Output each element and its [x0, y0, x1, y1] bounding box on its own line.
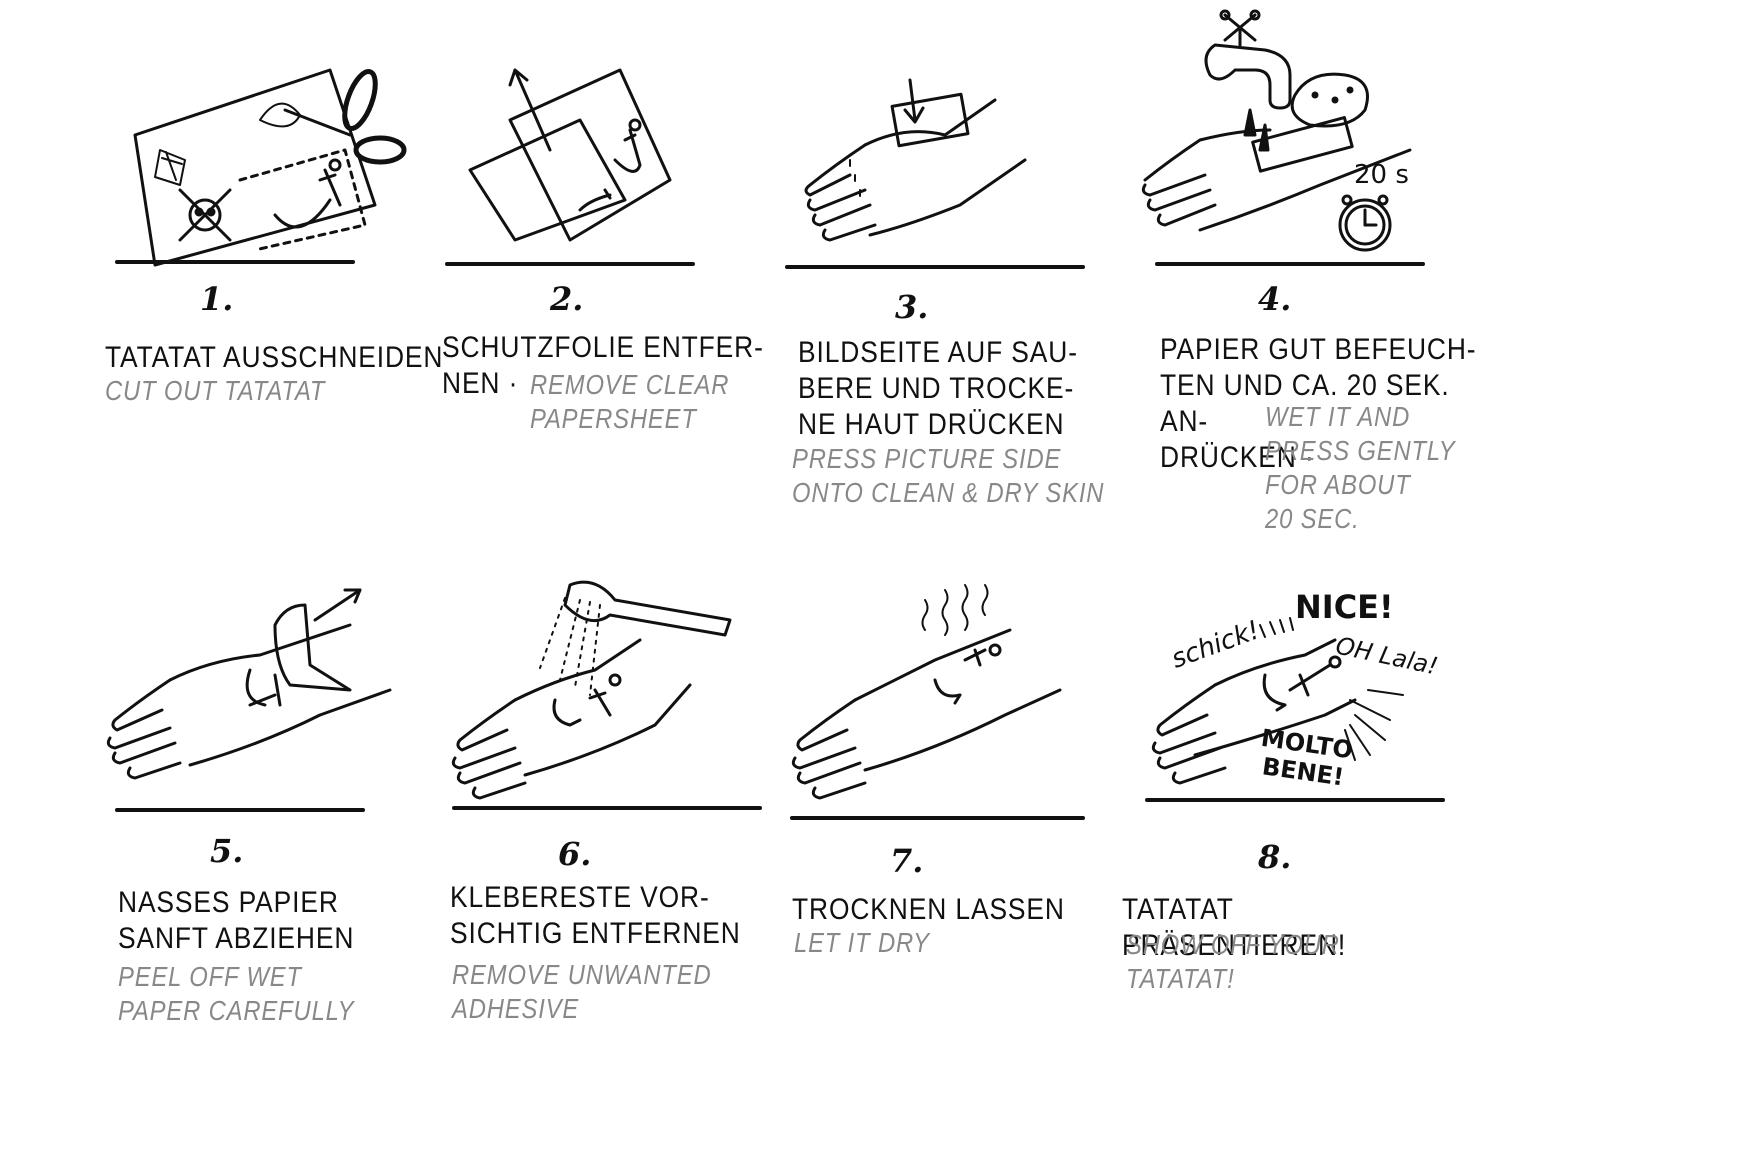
step-7: 7. TROCKNEN LASSEN LET IT DRY — [780, 580, 1180, 1140]
step-number: 6. — [558, 835, 592, 873]
step-2: 2. SCHUTZFOLIE ENTFER- NEN · REMOVE CLEA… — [440, 40, 840, 600]
step-8: schick! NICE! OH Lala! MOLTO BENE! 8. TA… — [1110, 580, 1510, 1140]
step-instruction-english: WET IT AND PRESS GENTLY FOR ABOUT 20 SEC… — [1265, 401, 1456, 534]
step-number: 5. — [210, 832, 244, 870]
peeling-foil-icon — [440, 40, 840, 340]
arm-drying-icon — [780, 580, 1180, 880]
step-instruction-german: TATATAT PRÄSENTIEREN! — [1122, 893, 1347, 962]
divider-line — [452, 806, 762, 810]
divider-line — [115, 808, 365, 812]
step-number: 4. — [1258, 280, 1292, 318]
step-instruction-english: PEEL OFF WET PAPER CAREFULLY — [118, 961, 355, 1026]
timer-label: 20 s — [1354, 160, 1409, 190]
step-instruction-german: TROCKNEN LASSEN — [792, 893, 1065, 926]
scissors-cutting-sheet-icon — [100, 40, 500, 340]
step-6: 6. KLEBERESTE VOR- SICHTIG ENTFERNEN REM… — [440, 580, 840, 1140]
step-instruction-english: SHOW OFF YOUR TATATAT! — [1126, 929, 1340, 994]
exclamation-nice: NICE! — [1295, 588, 1394, 626]
step-5: 5. NASSES PAPIER SANFT ABZIEHEN PEEL OFF… — [100, 580, 500, 1140]
divider-line — [445, 262, 695, 266]
step-instruction-english: PRESS PICTURE SIDE ONTO CLEAN & DRY SKIN — [792, 443, 1105, 508]
divider-line — [790, 816, 1085, 820]
divider-line — [115, 260, 355, 264]
divider-line — [785, 265, 1085, 269]
step-instruction-german: TATATAT AUSSCHNEIDEN — [105, 341, 444, 374]
hand-press-paper-icon — [780, 40, 1180, 340]
anchor-tattoo-arm-icon — [1110, 580, 1510, 880]
divider-line — [1145, 798, 1445, 802]
step-instruction-english: REMOVE CLEAR PAPERSHEET — [530, 369, 730, 434]
step-instruction-german: BILDSEITE AUF SAU- BERE UND TROCKE- NE H… — [798, 336, 1078, 441]
step-instruction-german: NASSES PAPIER SANFT ABZIEHEN — [118, 886, 355, 955]
tap-sponge-stopwatch-icon — [1140, 0, 1540, 300]
step-1: 1. TATATAT AUSSCHNEIDEN CUT OUT TATATAT — [100, 40, 500, 600]
step-instruction-english: CUT OUT TATATAT — [105, 375, 326, 406]
step-number: 2. — [550, 280, 584, 318]
step-4: 20 s 4. PAPIER GUT BEFEUCH- TEN UND CA. … — [1140, 0, 1540, 560]
step-instruction-german: PAPIER GUT BEFEUCH- TEN UND CA. 20 SEK. … — [1160, 333, 1477, 474]
step-instruction-german: SCHUTZFOLIE ENTFER- NEN · — [442, 331, 764, 400]
step-number: 3. — [895, 288, 929, 326]
step-number: 8. — [1258, 838, 1292, 876]
step-number: 7. — [890, 842, 924, 880]
step-instruction-english: LET IT DRY — [794, 927, 930, 958]
step-instruction-german: KLEBERESTE VOR- SICHTIG ENTFERNEN — [450, 881, 741, 950]
shower-rinse-icon — [440, 580, 840, 880]
step-instruction-english: REMOVE UNWANTED ADHESIVE — [452, 959, 712, 1024]
peel-wet-paper-icon — [100, 580, 500, 880]
divider-line — [1155, 262, 1425, 266]
step-number: 1. — [200, 280, 234, 318]
step-3: 3. BILDSEITE AUF SAU- BERE UND TROCKE- N… — [780, 40, 1180, 600]
